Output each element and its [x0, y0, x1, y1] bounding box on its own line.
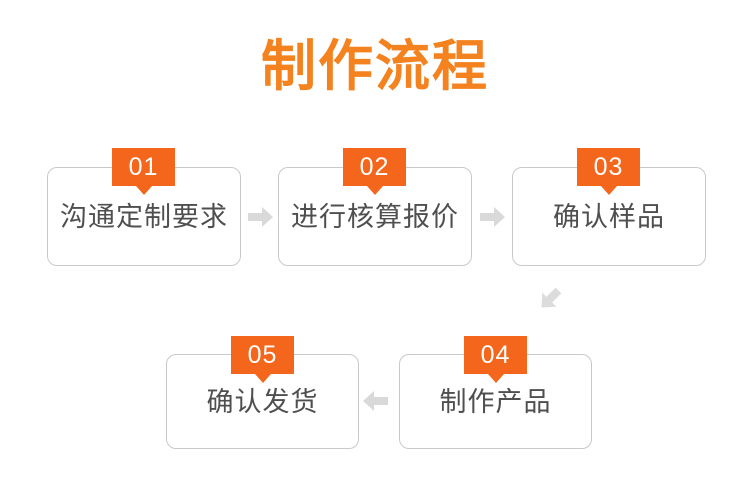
- step-label-02: 进行核算报价: [291, 201, 459, 232]
- step-number-02: 02: [359, 152, 390, 181]
- step-number-03: 03: [593, 152, 624, 181]
- step-box-03[interactable]: 确认样品: [512, 167, 706, 266]
- step-number-01: 01: [128, 152, 159, 181]
- step-label-01: 沟通定制要求: [60, 201, 228, 232]
- step-badge-03: 03: [577, 148, 640, 195]
- arrow-down-left-icon-03-04: [536, 285, 564, 313]
- arrow-right-icon-02-03: [480, 206, 506, 228]
- step-badge-05: 05: [231, 336, 294, 383]
- step-number-05: 05: [247, 340, 278, 369]
- arrow-right-icon-01-02: [248, 206, 274, 228]
- step-label-03: 确认样品: [553, 201, 665, 232]
- step-badge-01: 01: [112, 148, 175, 195]
- step-badge-02: 02: [343, 148, 406, 195]
- arrow-left-icon-04-05: [362, 390, 388, 412]
- step-number-04: 04: [480, 340, 511, 369]
- step-label-04: 制作产品: [439, 386, 552, 417]
- page-title: 制作流程: [260, 35, 489, 97]
- step-badge-04: 04: [464, 336, 527, 383]
- step-label-05: 确认发货: [206, 386, 319, 417]
